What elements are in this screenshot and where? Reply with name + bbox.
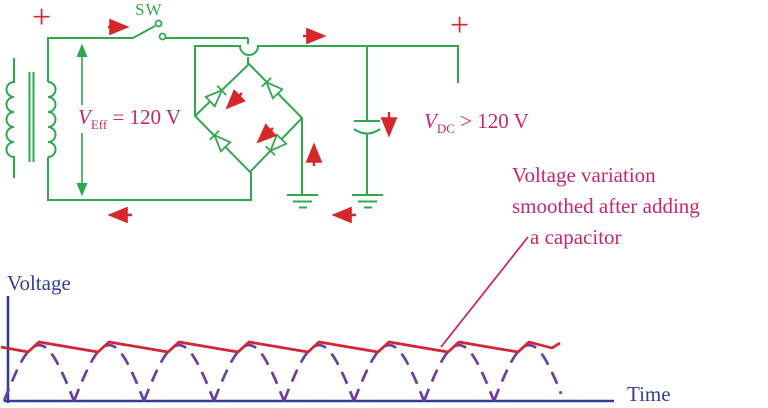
switch-contact-lower <box>158 32 167 41</box>
transformer-core <box>28 72 35 162</box>
ground-bridge <box>287 194 318 209</box>
veff-symbol: V <box>78 105 91 129</box>
wire-dc-output-with-hop <box>194 45 459 116</box>
annotation-leader-line <box>440 236 529 348</box>
bridge-diamond <box>193 62 304 174</box>
annotation-line-3: a capacitor <box>530 225 622 249</box>
x-axis-label: Time <box>627 382 671 406</box>
switch-contact-upper <box>154 19 163 28</box>
current-arrow-bridge-lower <box>256 123 278 144</box>
plus-sign-left: + <box>32 0 52 36</box>
vdc-label: VDC > 120 V <box>424 109 529 137</box>
transformer-primary-coil <box>5 58 15 178</box>
veff-subscript: Eff <box>90 117 108 133</box>
diode-bottom-left <box>209 130 232 153</box>
capacitor <box>353 46 381 195</box>
ground-capacitor <box>352 194 383 209</box>
diode-top-left <box>204 85 227 108</box>
current-arrow-bridge-upper <box>225 89 246 110</box>
annotation-line-1: Voltage variation <box>512 163 656 187</box>
veff-value: = 120 V <box>107 105 182 129</box>
switch-blade <box>132 25 156 39</box>
rectified-wave-dashed <box>2 343 563 402</box>
vdc-value: > 120 V <box>454 109 529 133</box>
switch-label: SW <box>135 0 163 19</box>
wire-top-to-switch <box>47 37 133 82</box>
vdc-symbol: V <box>424 109 437 133</box>
y-axis-label: Voltage <box>7 271 71 295</box>
vdc-subscript: DC <box>436 121 455 137</box>
capacitor-annotation: Voltage variation smoothed after adding … <box>512 160 700 253</box>
veff-label: VEff = 120 V <box>75 105 185 134</box>
diode-top-right <box>261 77 284 100</box>
plus-sign-right: + <box>450 7 470 44</box>
annotation-line-2: smoothed after adding <box>512 194 700 218</box>
smoothed-wave-solid <box>0 340 561 354</box>
wire-switch-to-bridge <box>166 37 249 64</box>
wire-bottom-return <box>47 157 252 201</box>
transformer-secondary-coil <box>47 81 57 158</box>
